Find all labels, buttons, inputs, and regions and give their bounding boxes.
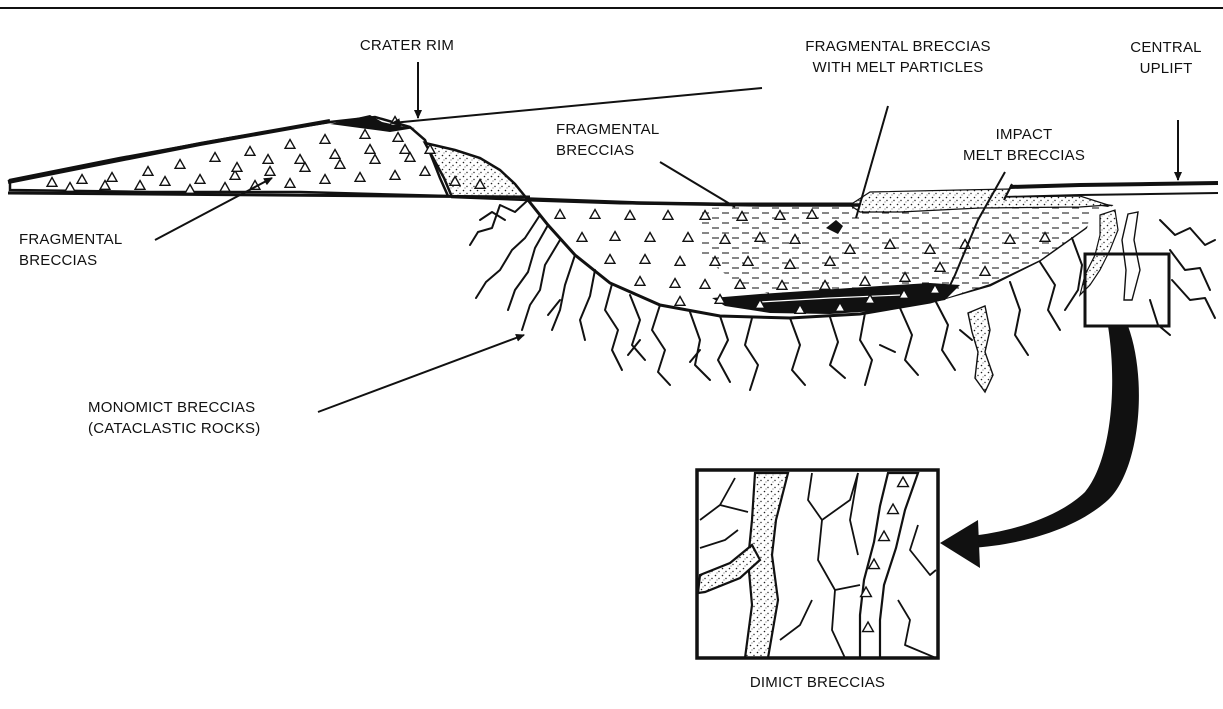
fracture-line xyxy=(690,312,710,380)
fracture-line xyxy=(960,330,972,340)
fracture-line xyxy=(1010,282,1028,355)
fracture-line xyxy=(508,225,548,310)
fracture-line xyxy=(1065,238,1082,310)
label-impact-melt-line2: MELT BRECCIAS xyxy=(944,145,1104,166)
label-frag-breccias-center-line1: FRAGMENTAL xyxy=(556,119,659,140)
label-dimict-breccias: DIMICT BRECCIAS xyxy=(697,672,938,693)
label-impact-melt-line1: IMPACT xyxy=(944,124,1104,145)
fracture-line xyxy=(580,270,595,340)
label-central-uplift-line2: UPLIFT xyxy=(1106,58,1223,79)
stippled-injection-dike xyxy=(968,306,993,392)
leader-frag-melt-to-rim xyxy=(392,88,762,123)
label-frag-breccias-center: FRAGMENTAL BRECCIAS xyxy=(556,119,659,161)
label-monomict-breccias: MONOMICT BRECCIAS (CATACLASTIC ROCKS) xyxy=(88,397,260,439)
fracture-line xyxy=(830,317,845,378)
fracture-line xyxy=(480,212,505,220)
label-central-uplift: CENTRAL UPLIFT xyxy=(1106,37,1223,79)
fracture-line xyxy=(552,255,575,330)
fracture-line xyxy=(476,215,540,298)
label-central-uplift-line1: CENTRAL xyxy=(1106,37,1223,58)
fracture-line xyxy=(1040,262,1060,330)
fracture-line xyxy=(790,318,805,385)
label-frag-breccias-left-line2: BRECCIAS xyxy=(19,250,122,271)
fracture-line xyxy=(745,318,758,390)
label-monomict-line2: (CATACLASTIC ROCKS) xyxy=(88,418,260,439)
label-dimict-text: DIMICT BRECCIAS xyxy=(697,672,938,693)
fracture-line xyxy=(652,305,670,385)
fracture-line xyxy=(605,284,622,370)
label-impact-melt-breccias: IMPACT MELT BRECCIAS xyxy=(944,124,1104,166)
label-frag-breccias-melt-line1: FRAGMENTAL BRECCIAS xyxy=(742,36,1054,57)
label-frag-breccias-left-line1: FRAGMENTAL xyxy=(19,229,122,250)
leader-monomict xyxy=(318,335,524,412)
fracture-line xyxy=(900,308,918,375)
fracture-line xyxy=(935,300,955,370)
fracture-line xyxy=(860,313,872,385)
label-frag-breccias-melt: FRAGMENTAL BRECCIAS WITH MELT PARTICLES xyxy=(742,36,1054,78)
label-frag-breccias-melt-line2: WITH MELT PARTICLES xyxy=(742,57,1054,78)
fracture-line xyxy=(718,316,730,382)
fracture-line xyxy=(522,240,560,330)
label-frag-breccias-center-line2: BRECCIAS xyxy=(556,140,659,161)
label-monomict-line1: MONOMICT BRECCIAS xyxy=(88,397,260,418)
fracture-line xyxy=(1150,300,1170,335)
right-ground-surface xyxy=(1010,183,1218,187)
inset-callout-arrowhead xyxy=(940,520,980,568)
label-frag-breccias-left: FRAGMENTAL BRECCIAS xyxy=(19,229,122,271)
fracture-line xyxy=(880,345,895,352)
inset-callout-arrow xyxy=(970,326,1139,548)
fracture-line xyxy=(470,200,528,245)
label-crater-rim: CRATER RIM xyxy=(344,35,470,56)
label-crater-rim-text: CRATER RIM xyxy=(344,35,470,56)
leader-frag-center xyxy=(660,162,735,207)
